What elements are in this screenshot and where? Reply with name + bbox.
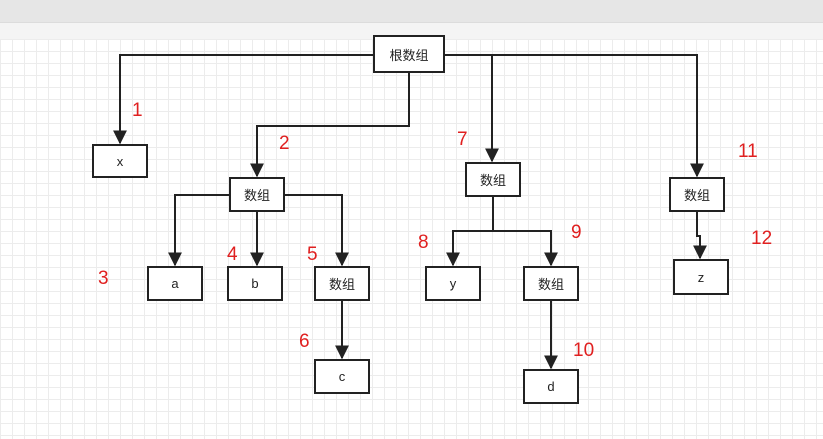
- step-number-6: 6: [299, 331, 310, 352]
- edge-arr2-a: [168, 194, 229, 267]
- node-y[interactable]: y: [425, 266, 481, 301]
- step-number-4: 4: [227, 244, 238, 265]
- diagram-canvas: [0, 39, 823, 439]
- edge-arr2-arr5: [285, 194, 349, 267]
- toolbar-strip: [0, 23, 823, 39]
- node-array-7[interactable]: 数组: [465, 162, 521, 197]
- edge-arr7-arr9: [493, 230, 558, 267]
- edge-root-arr2: [250, 73, 410, 178]
- step-number-10: 10: [573, 340, 595, 361]
- edge-root-arr11: [445, 54, 704, 178]
- edge-arr7-y: [446, 197, 494, 267]
- node-c[interactable]: c: [314, 359, 370, 394]
- node-array-5[interactable]: 数组: [314, 266, 370, 301]
- node-a[interactable]: a: [147, 266, 203, 301]
- step-number-7: 7: [457, 129, 468, 150]
- window-top-bar: [0, 0, 823, 23]
- edge-arr11-z: [693, 212, 707, 260]
- node-x[interactable]: x: [92, 144, 148, 178]
- step-number-8: 8: [418, 232, 429, 253]
- node-z[interactable]: z: [673, 259, 729, 295]
- edge-root-x: [113, 54, 373, 145]
- step-number-5: 5: [307, 244, 318, 265]
- node-root[interactable]: 根数组: [373, 35, 445, 73]
- step-number-1: 1: [132, 100, 143, 121]
- node-array-9[interactable]: 数组: [523, 266, 579, 301]
- node-array-11[interactable]: 数组: [669, 177, 725, 212]
- step-number-9: 9: [571, 222, 582, 243]
- node-array-2[interactable]: 数组: [229, 177, 285, 212]
- step-number-12: 12: [751, 228, 773, 249]
- step-number-3: 3: [98, 268, 109, 289]
- step-number-11: 11: [738, 141, 758, 162]
- node-d[interactable]: d: [523, 369, 579, 404]
- step-number-2: 2: [279, 133, 290, 154]
- node-b[interactable]: b: [227, 266, 283, 301]
